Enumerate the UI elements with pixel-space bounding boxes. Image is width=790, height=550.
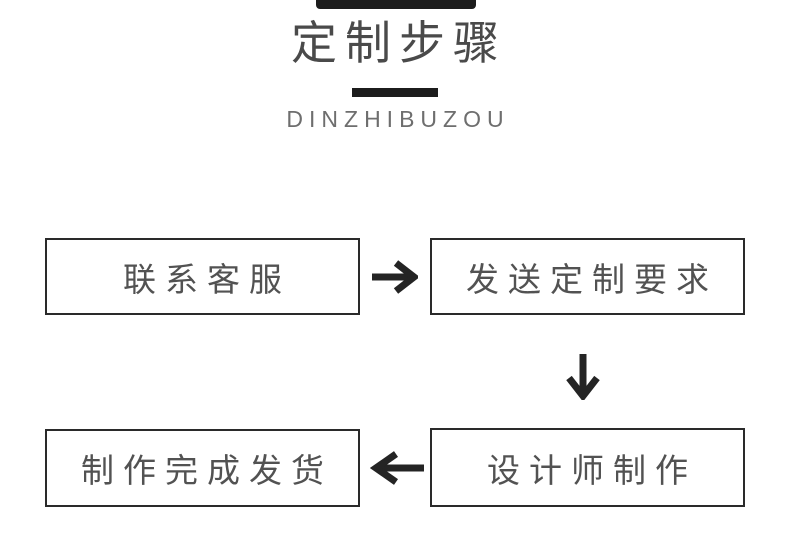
- top-accent-bar: [316, 0, 476, 9]
- step-label-finish-shipping: 制作完成发货: [81, 452, 333, 489]
- step-box-finish-shipping: 制作完成发货: [45, 429, 360, 507]
- arrow-down-icon: [566, 354, 600, 400]
- step-box-send-requirements: 发送定制要求: [430, 238, 745, 315]
- step-label-designer-production: 设计师制作: [487, 451, 697, 489]
- title-divider-bar: [352, 88, 438, 97]
- step-box-contact-service: 联系客服: [45, 238, 360, 315]
- step-label-send-requirements: 发送定制要求: [466, 260, 718, 298]
- section-subtitle: DINZHIBUZOU: [286, 106, 510, 132]
- arrow-right-icon: [372, 260, 418, 294]
- step-box-designer-production: 设计师制作: [430, 428, 745, 507]
- step-label-contact-service: 联系客服: [123, 260, 291, 298]
- section-title: 定制步骤: [291, 17, 507, 69]
- arrow-left-icon: [370, 451, 424, 485]
